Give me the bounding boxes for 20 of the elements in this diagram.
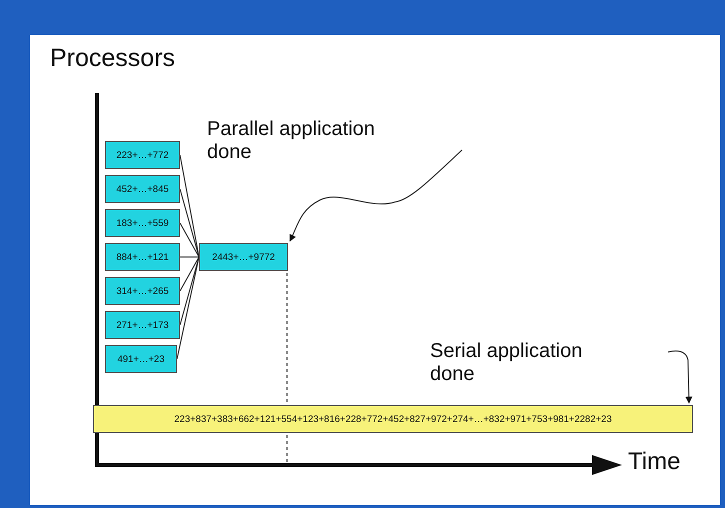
connector-line (180, 256, 200, 258)
partial-sum-box: 452+…+845 (105, 175, 180, 203)
partial-sum-box: 223+…+772 (105, 141, 180, 169)
partial-sum-box: 491+…+23 (105, 345, 177, 373)
connector-line (180, 188, 200, 258)
partial-sum-box: 314+…+265 (105, 277, 180, 305)
partial-sum-box: 183+…+559 (105, 209, 180, 237)
connector-line (180, 256, 200, 292)
connector-line (180, 256, 200, 326)
annotation-text: Serial application done (430, 340, 584, 386)
connector-line (180, 222, 200, 258)
annotation-text: Parallel application done (207, 118, 376, 164)
axis-title: Time (628, 448, 680, 476)
pointer-arrow (290, 150, 462, 242)
merged-sum-box: 2443+…+9772 (199, 243, 288, 271)
serial-sum-bar: 223+837+383+662+121+554+123+816+228+772+452+827+972+274+…+832+971+753+981+2282+23 (93, 405, 693, 433)
partial-sum-box: 884+…+121 (105, 243, 180, 271)
pointer-arrow (668, 350, 692, 404)
axis-title: Processors (50, 44, 176, 73)
partial-sum-box: 271+…+173 (105, 311, 180, 339)
